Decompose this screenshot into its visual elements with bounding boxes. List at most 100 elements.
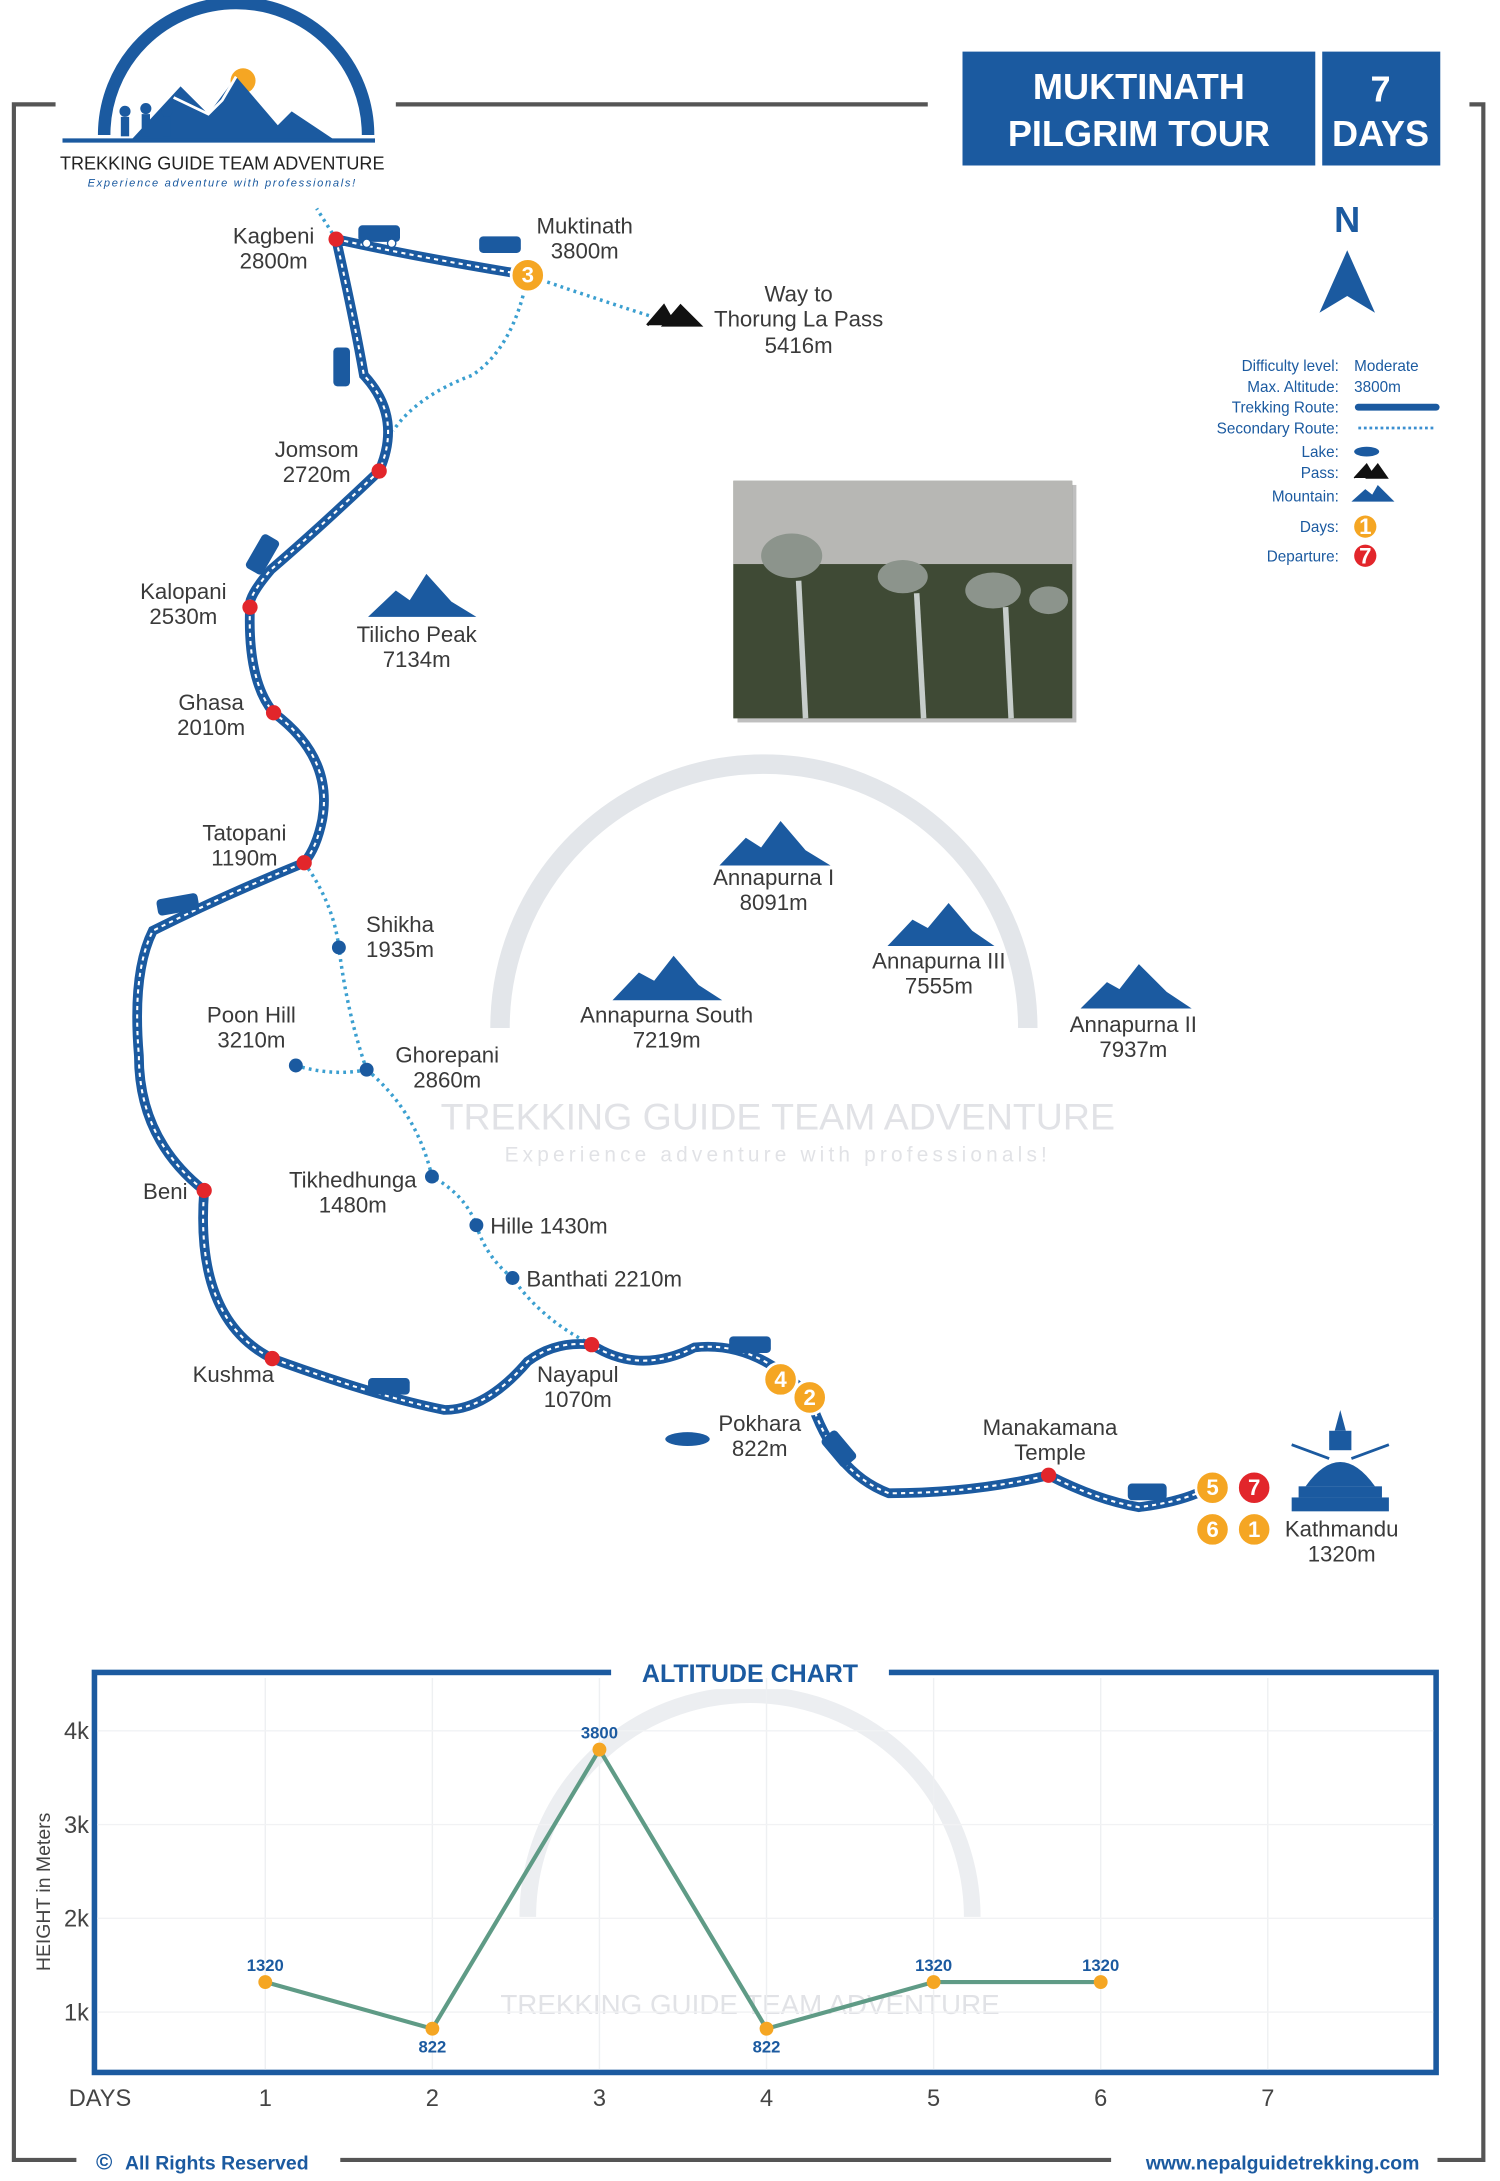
x-axis-label: DAYS — [69, 2086, 132, 2112]
data-point — [592, 1742, 607, 1757]
label-ghorepani-alt: 2860m — [413, 1068, 481, 1093]
altitude-line — [264, 1745, 1101, 2032]
stop-manakamana — [1040, 1467, 1057, 1483]
legend-days: Days: — [1300, 519, 1339, 536]
x-tick-label: 6 — [1094, 2086, 1107, 2112]
label-manakamana: Manakamana — [983, 1415, 1118, 1440]
pass-icon — [646, 303, 704, 327]
label-jomsom: Jomsom — [275, 437, 359, 462]
mountain-icon — [368, 573, 477, 617]
stop-kushma — [264, 1350, 280, 1367]
place-labels: Kagbeni 2800m Muktinath 3800m Way to Tho… — [140, 214, 1398, 1567]
jeep-icon — [333, 347, 350, 387]
stop-jomsom — [371, 463, 387, 479]
days-number: 7 — [1371, 69, 1391, 110]
label-ghorepani: Ghorepani — [395, 1043, 499, 1068]
north-arrow-icon: N — [1319, 199, 1375, 313]
label-annapurna2-alt: 7937m — [1099, 1037, 1167, 1062]
label-annapurna1-alt: 8091m — [740, 890, 808, 915]
jeep-icon — [245, 534, 280, 575]
legend-days-number: 1 — [1359, 514, 1371, 539]
label-annapurna3-alt: 7555m — [905, 973, 973, 998]
jeep-icon — [821, 1430, 857, 1468]
label-poonhill-alt: 3210m — [217, 1027, 285, 1052]
label-muktinath-alt: 3800m — [551, 239, 619, 264]
label-tatopani-alt: 1190m — [211, 846, 277, 871]
data-label: 1320 — [915, 1956, 952, 1975]
y-tick-label: 2k — [64, 1907, 89, 1933]
title-line2: PILGRIM TOUR — [1008, 113, 1270, 154]
data-label: 822 — [418, 2037, 446, 2056]
day-marker-5: 5 — [1206, 1475, 1218, 1500]
label-jomsom-alt: 2720m — [283, 462, 351, 487]
label-annapurna2: Annapurna II — [1070, 1012, 1197, 1037]
copyright-icon: © — [96, 2150, 113, 2175]
trekking-route — [132, 234, 1203, 1513]
legend-lake: Lake: — [1302, 444, 1339, 461]
legend-max-alt-value: 3800m — [1354, 379, 1401, 396]
days-label: DAYS — [1332, 113, 1429, 154]
stop-tikhedhunga — [425, 1169, 439, 1184]
label-tilicho-alt: 7134m — [383, 647, 451, 672]
footer-website-link[interactable]: www.nepalguidetrekking.com — [1145, 2153, 1420, 2175]
label-thorung-alt: 5416m — [765, 333, 833, 358]
label-kalopani: Kalopani — [140, 579, 226, 604]
label-banthati: Banthati 2210m — [526, 1266, 682, 1291]
brand-logo: TREKKING GUIDE TEAM ADVENTURE Experience… — [60, 0, 385, 189]
label-tikhedhunga: Tikhedhunga — [289, 1168, 417, 1193]
day-marker-1: 1 — [1248, 1517, 1260, 1542]
data-point — [759, 2021, 774, 2036]
watermark-name: TREKKING GUIDE TEAM ADVENTURE — [441, 1095, 1115, 1137]
mountain-icon — [1080, 964, 1192, 1009]
label-kathmandu-alt: 1320m — [1308, 1541, 1376, 1566]
stupa-icon — [1291, 1409, 1390, 1512]
label-kushma: Kushma — [193, 1362, 275, 1387]
day-marker-icon — [1354, 515, 1377, 538]
legend: Difficulty level: Moderate Max. Altitude… — [1217, 358, 1440, 568]
x-tick-label: 1 — [259, 2086, 272, 2112]
label-tatopani: Tatopani — [202, 821, 286, 846]
label-tikhedhunga-alt: 1480m — [319, 1193, 387, 1218]
label-kalopani-alt: 2530m — [149, 604, 217, 629]
frame — [11, 102, 1486, 2163]
y-tick-label: 4k — [64, 1719, 89, 1745]
jeep-icon — [729, 1336, 771, 1353]
legend-difficulty-label: Difficulty level: — [1242, 358, 1339, 375]
label-kagbeni-alt: 2800m — [240, 248, 308, 273]
day-marker-4: 4 — [774, 1367, 787, 1392]
label-thorung-2: Thorung La Pass — [714, 307, 883, 332]
x-tick-label: 4 — [760, 2086, 773, 2112]
label-annapurna1: Annapurna I — [713, 865, 834, 890]
data-point — [1093, 1975, 1108, 1989]
label-pokhara: Pokhara — [718, 1411, 801, 1436]
label-pokhara-alt: 822m — [732, 1436, 788, 1461]
label-kagbeni: Kagbeni — [233, 223, 315, 248]
altitude-chart: TREKKING GUIDE TEAM ADVENTURE ALTITUDE C… — [33, 1655, 1439, 2112]
lake-icon — [1354, 446, 1380, 457]
mountain-icon — [1351, 484, 1395, 502]
brand-tagline: Experience adventure with professionals! — [88, 177, 357, 189]
day-marker-3: 3 — [522, 263, 534, 288]
label-annapurna-south-alt: 7219m — [633, 1027, 701, 1052]
legend-difficulty-value: Moderate — [1354, 358, 1419, 375]
y-tick-label: 1k — [64, 2000, 89, 2026]
watermark-tagline: Experience adventure with professionals! — [505, 1143, 1051, 1166]
data-label: 3800 — [581, 1723, 618, 1742]
stop-poonhill — [288, 1058, 303, 1073]
mountain-icon — [612, 955, 723, 1001]
stop-hille — [469, 1218, 484, 1233]
stop-tatopani — [296, 855, 312, 871]
label-nayapul: Nayapul — [537, 1362, 619, 1387]
x-tick-label: 2 — [426, 2086, 439, 2112]
x-tick-label: 7 — [1261, 2086, 1274, 2112]
jeep-icon — [156, 893, 200, 916]
data-point — [258, 1975, 273, 1989]
day-marker-2: 2 — [804, 1385, 816, 1410]
stop-beni — [196, 1182, 212, 1199]
jeep-icon — [479, 236, 521, 253]
title-box: MUKTINATH PILGRIM TOUR 7 DAYS — [962, 51, 1441, 166]
label-nayapul-alt: 1070m — [544, 1387, 612, 1412]
data-point — [425, 2021, 440, 2036]
label-hille: Hille 1430m — [490, 1214, 607, 1239]
